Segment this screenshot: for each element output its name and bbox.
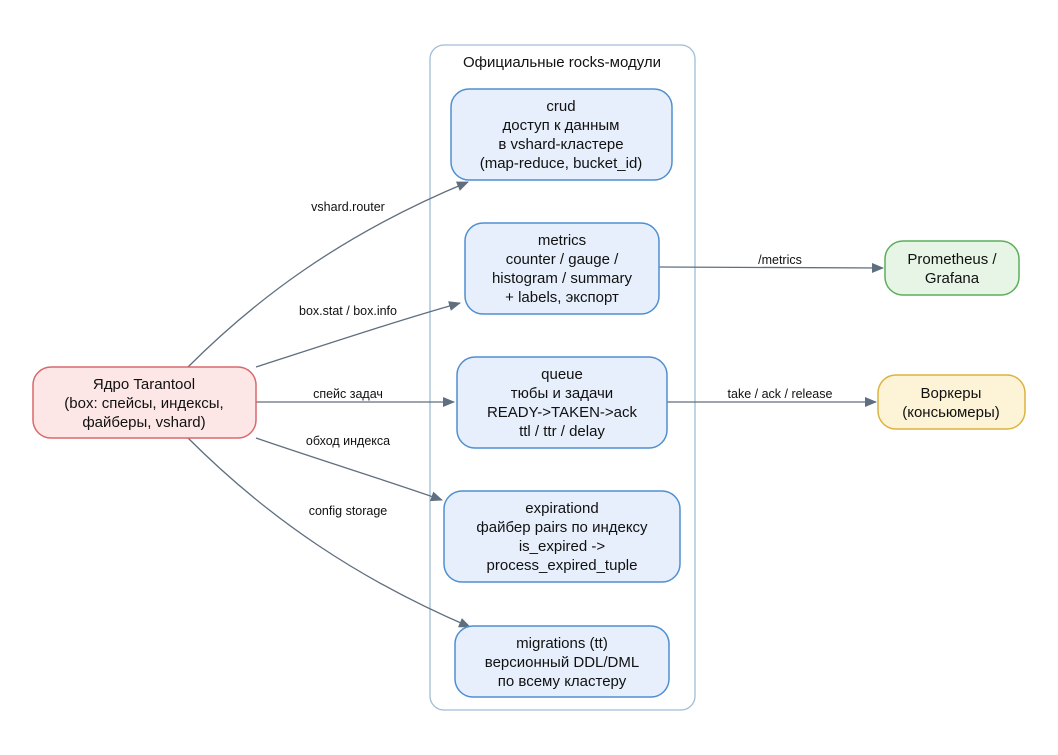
- node-metrics-line-1: metrics: [538, 232, 586, 249]
- node-migrations-line-1: migrations (tt): [516, 635, 608, 652]
- node-queue-line-4: ttl / ttr / delay: [519, 423, 605, 440]
- node-metrics-box: [464, 222, 660, 315]
- node-migrations-line-3: по всему кластеру: [498, 673, 627, 690]
- node-metrics-line-4: + labels, экспорт: [505, 289, 619, 306]
- node-core-box: [32, 366, 257, 439]
- node-migrations-line-2: версионный DDL/DML: [485, 654, 639, 671]
- edge-label-queue-space: спейс задач: [313, 387, 383, 401]
- node-crud-line-1: crud: [546, 98, 575, 115]
- node-expirationd-line-2: файбер pairs по индексу: [476, 519, 648, 536]
- node-queue-line-2: тюбы и задачи: [511, 385, 613, 402]
- node-workers-box: [877, 374, 1026, 430]
- node-queue-line-1: queue: [541, 366, 583, 383]
- edge-label-config-storage: config storage: [309, 504, 388, 518]
- node-crud-line-3: в vshard-кластере: [498, 136, 623, 153]
- node-core-line-2: (box: спейсы, индексы,: [64, 395, 223, 412]
- node-metrics: metrics counter / gauge / histogram / su…: [464, 222, 660, 315]
- node-core-line-3: файберы, vshard): [82, 414, 205, 431]
- node-workers: Воркеры (консьюмеры): [877, 374, 1026, 430]
- node-metrics-line-2: counter / gauge /: [506, 251, 619, 268]
- node-core-line-1: Ядро Tarantool: [93, 376, 195, 393]
- edges: vshard.router box.stat / box.info спейс …: [187, 181, 884, 628]
- node-crud-line-2: доступ к данным: [503, 117, 620, 134]
- node-expirationd-box: [443, 490, 681, 583]
- cluster-title: Официальные rocks-модули: [463, 54, 661, 71]
- rocks-modules-cluster: Официальные rocks-модули: [429, 44, 696, 711]
- edge-metrics-prometheus: [658, 262, 884, 273]
- cluster-border: [429, 44, 696, 711]
- edge-core-migrations: [187, 437, 471, 628]
- node-migrations: migrations (tt) версионный DDL/DML по вс…: [454, 625, 670, 698]
- node-expirationd-line-1: expirationd: [525, 500, 598, 517]
- node-crud-box: [450, 88, 673, 181]
- node-queue: queue тюбы и задачи READY->TAKEN->ack tt…: [456, 356, 668, 449]
- node-queue-line-3: READY->TAKEN->ack: [487, 404, 638, 421]
- node-crud-line-4: (map-reduce, bucket_id): [480, 155, 643, 172]
- node-prometheus: Prometheus / Grafana: [884, 240, 1020, 296]
- node-prometheus-line-2: Grafana: [925, 270, 980, 287]
- edge-label-take-ack-release: take / ack / release: [728, 387, 833, 401]
- node-expirationd-line-3: is_expired ->: [519, 538, 606, 555]
- node-migrations-box: [454, 625, 670, 698]
- node-prometheus-box: [884, 240, 1020, 296]
- node-expirationd-line-4: process_expired_tuple: [487, 557, 638, 574]
- node-queue-box: [456, 356, 668, 449]
- node-metrics-line-3: histogram / summary: [492, 270, 633, 287]
- node-prometheus-line-1: Prometheus /: [907, 251, 997, 268]
- node-crud: crud доступ к данным в vshard-кластере (…: [450, 88, 673, 181]
- edge-core-metrics: [255, 301, 461, 368]
- node-workers-line-2: (консьюмеры): [902, 404, 1000, 421]
- edge-core-crud: [187, 181, 469, 368]
- edge-label-vshard-router: vshard.router: [311, 200, 385, 214]
- node-expirationd: expirationd файбер pairs по индексу is_e…: [443, 490, 681, 583]
- node-workers-line-1: Воркеры: [921, 385, 982, 402]
- edge-label-index-walk: обход индекса: [306, 434, 390, 448]
- edge-label-box-stat: box.stat / box.info: [299, 304, 397, 318]
- edge-label-metrics-endpoint: /metrics: [758, 253, 802, 267]
- node-core: Ядро Tarantool (box: спейсы, индексы, фа…: [32, 366, 257, 439]
- edge-core-expirationd: [255, 437, 443, 502]
